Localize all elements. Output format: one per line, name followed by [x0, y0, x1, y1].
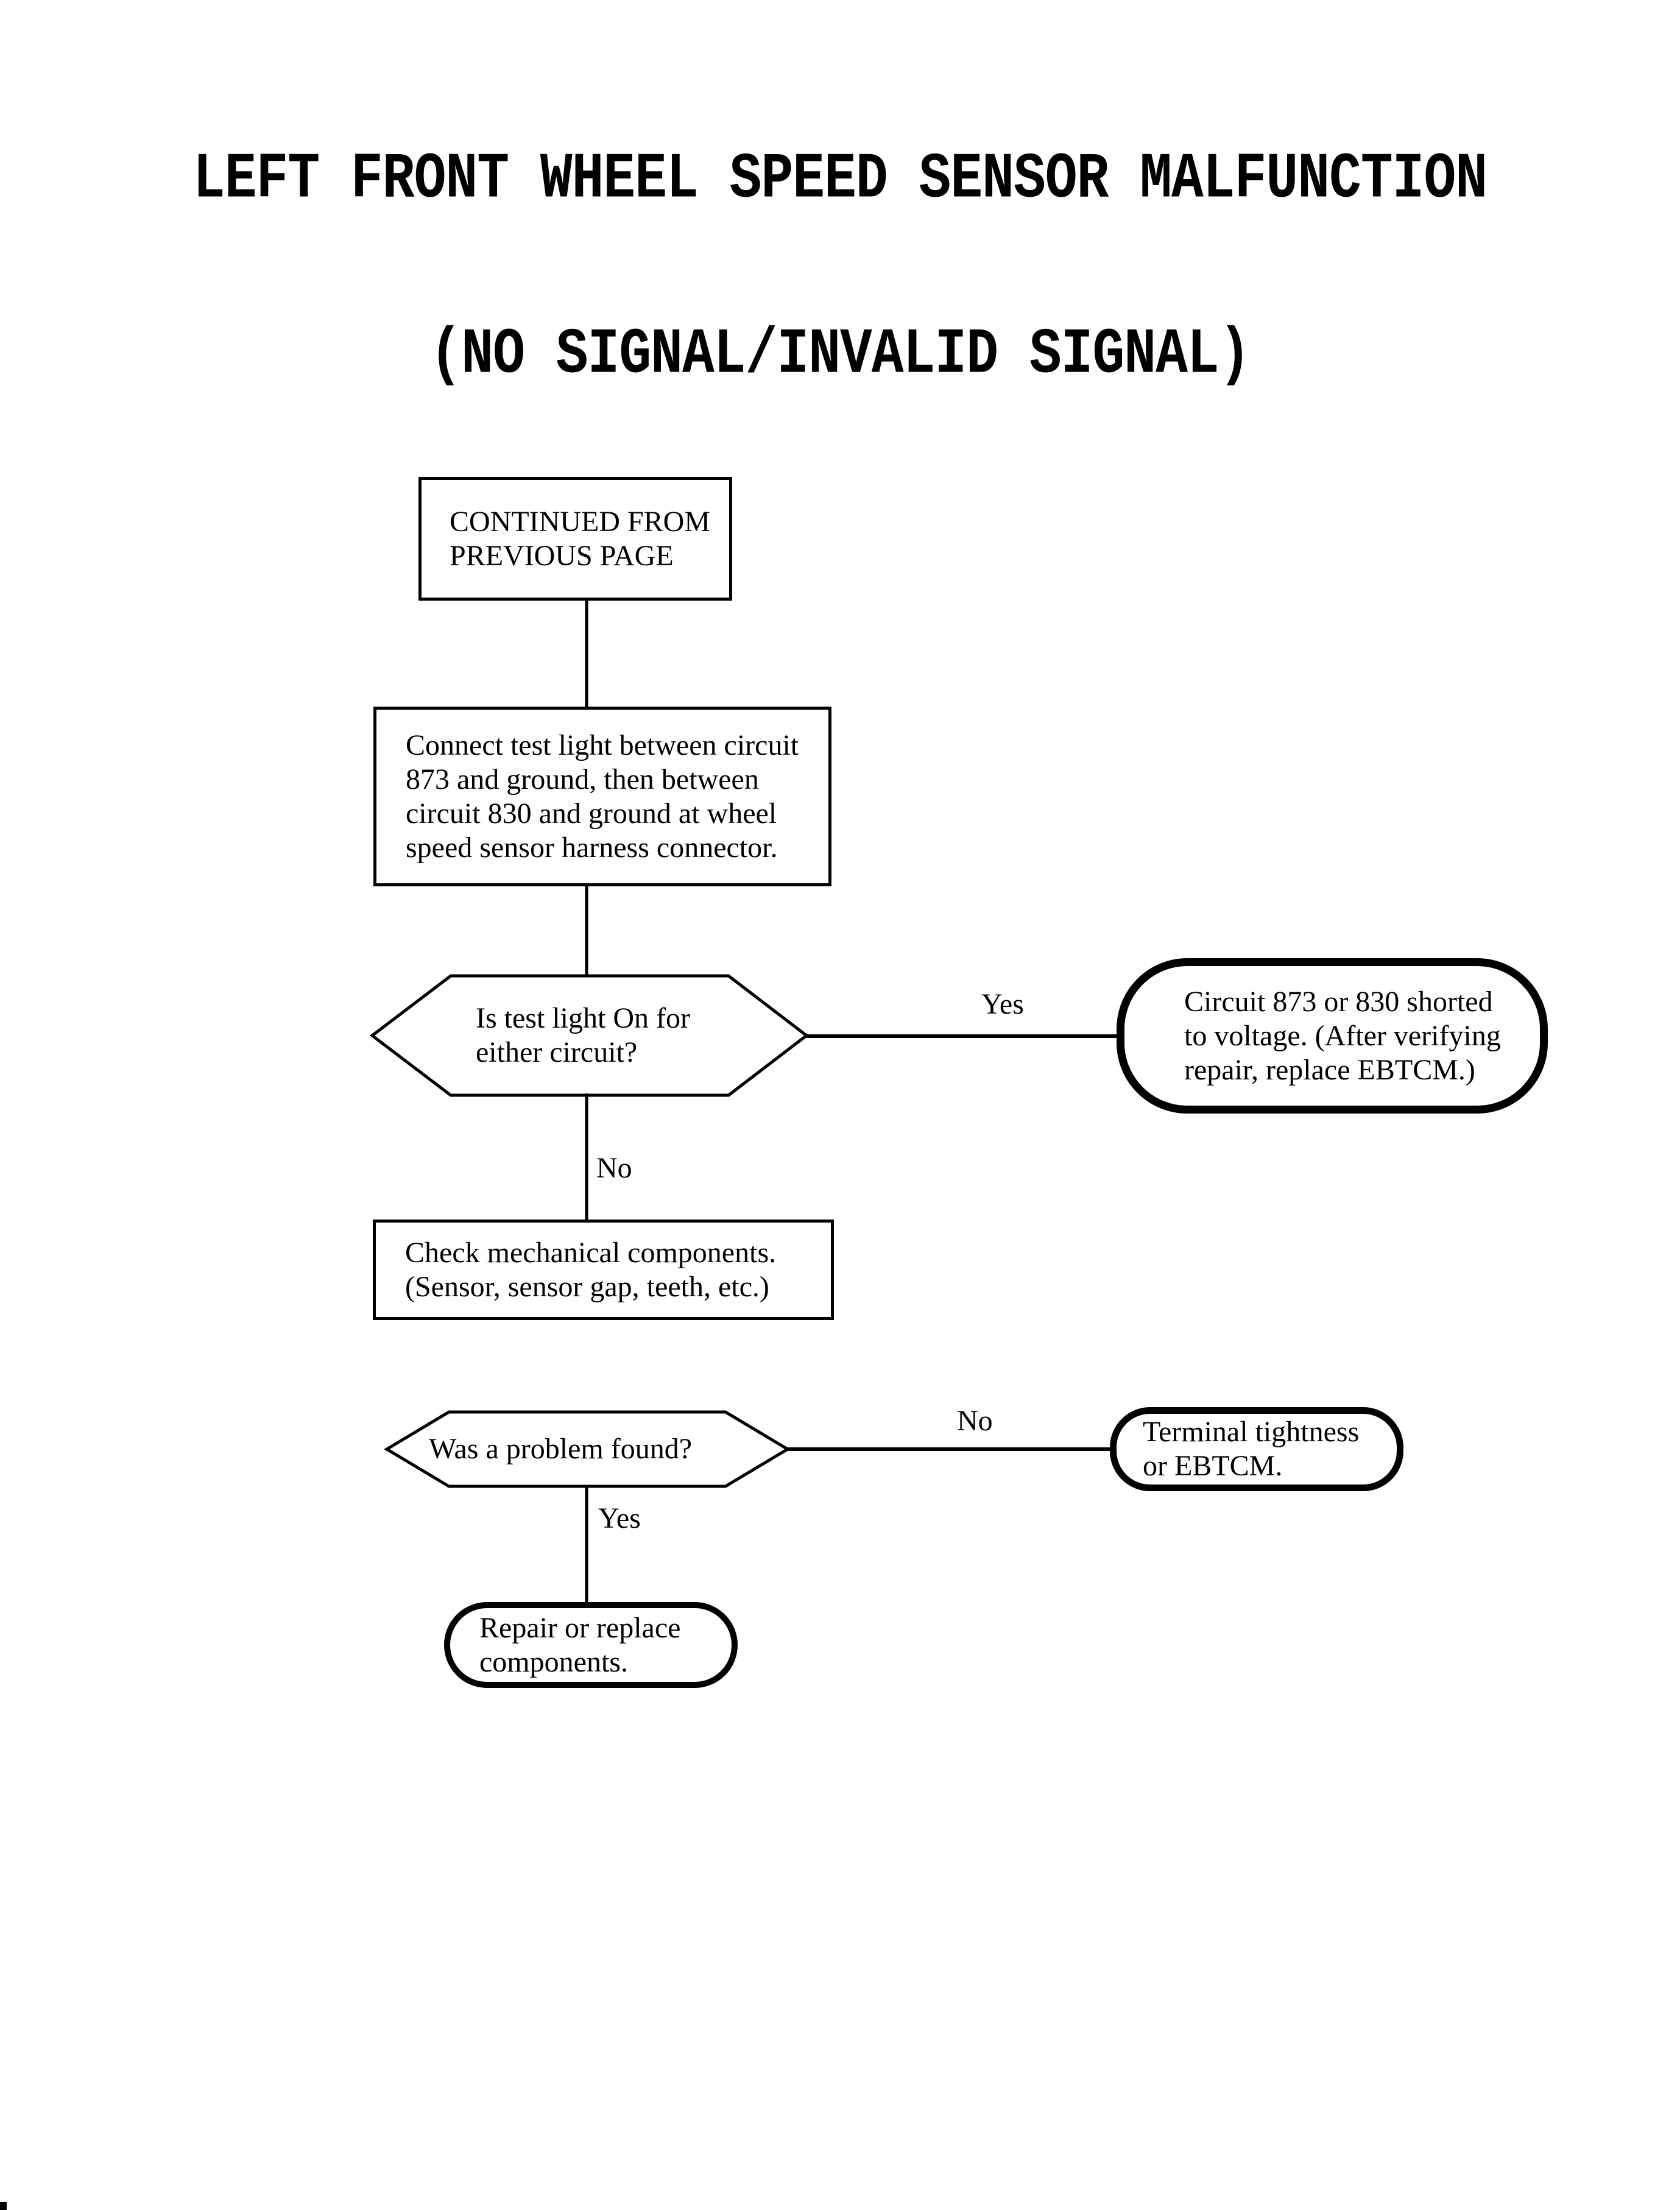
node-repair-or-replace-components: Repair or replace components. [444, 1602, 738, 1688]
scan-artifact-speck [0, 2202, 7, 2210]
node-text-line: Circuit 873 or 830 shorted [1184, 985, 1493, 1018]
node-text-line: 873 and ground, then between [406, 763, 759, 796]
node-text-line: Repair or replace [479, 1611, 681, 1644]
node-text-line: Connect test light between circuit [406, 729, 799, 761]
decision-test-light-text: Is test light On for either circuit? [372, 976, 806, 1095]
node-text-line: circuit 830 and ground at wheel [406, 797, 777, 830]
branch-label-problem-found-yes: Yes [598, 1502, 641, 1534]
node-text-line: Terminal tightness [1143, 1416, 1360, 1448]
node-text-line: or EBTCM. [1143, 1450, 1283, 1482]
node-text-line: (Sensor, sensor gap, teeth, etc.) [405, 1270, 769, 1303]
node-text-line: CONTINUED FROM [450, 505, 711, 538]
branch-label-test-light-yes: Yes [981, 988, 1024, 1020]
node-terminal-tightness-or-ebtcm: Terminal tightness or EBTCM. [1110, 1407, 1403, 1491]
node-text-line: speed sensor harness connector. [406, 831, 778, 864]
node-text-line: components. [479, 1645, 628, 1678]
node-text-line: either circuit? [476, 1036, 638, 1068]
page-title: LEFT FRONT WHEEL SPEED SENSOR MALFUNCTIO… [0, 34, 1680, 502]
node-text-line: Was a problem found? [429, 1433, 692, 1465]
node-text-line: Check mechanical components. [405, 1236, 777, 1269]
page-title-line-2: (NO SIGNAL/INVALID SIGNAL) [429, 319, 1251, 392]
node-text-line: repair, replace EBTCM.) [1184, 1053, 1475, 1086]
node-text-line: Is test light On for [476, 1002, 690, 1034]
decision-problem-found-text: Was a problem found? [387, 1412, 788, 1486]
node-circuit-shorted-to-voltage: Circuit 873 or 830 shorted to voltage. (… [1117, 958, 1548, 1114]
branch-label-problem-found-no: No [957, 1405, 993, 1437]
node-text-line: PREVIOUS PAGE [450, 539, 674, 572]
node-check-mechanical-components: Check mechanical components. (Sensor, se… [373, 1220, 834, 1320]
node-text-line: to voltage. (After verifying [1184, 1019, 1501, 1052]
page-title-line-1: LEFT FRONT WHEEL SPEED SENSOR MALFUNCTIO… [192, 144, 1488, 216]
node-connect-test-light: Connect test light between circuit 873 a… [373, 707, 831, 886]
node-continued-from-previous-page: CONTINUED FROM PREVIOUS PAGE [418, 477, 732, 601]
branch-label-test-light-no: No [596, 1152, 632, 1184]
